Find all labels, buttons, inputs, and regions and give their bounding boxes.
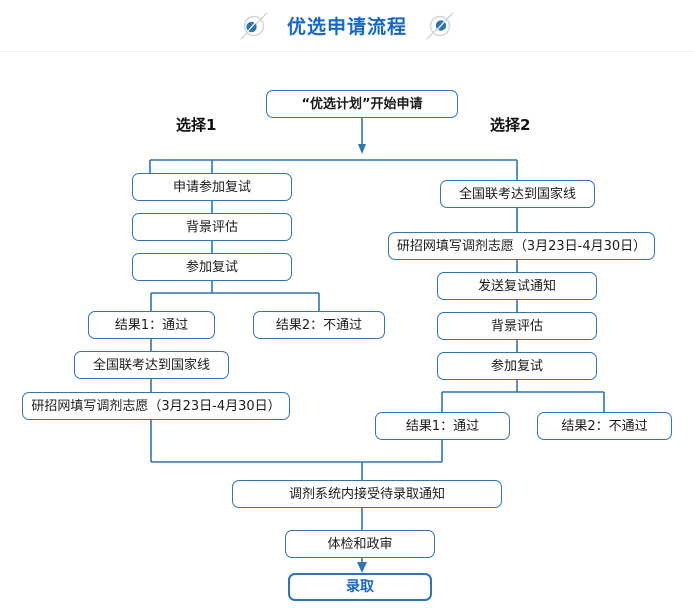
page-header: 优选申请流程 bbox=[0, 0, 694, 52]
branch-label-left: 选择1 bbox=[176, 116, 217, 134]
node-left-apply-retest[interactable]: 申请参加复试 bbox=[132, 173, 292, 201]
circle-slash-icon-right bbox=[423, 9, 457, 43]
node-accept-admission-notice[interactable]: 调剂系统内接受待录取通知 bbox=[232, 480, 502, 508]
node-left-adjustment-volunteer[interactable]: 研招网填写调剂志愿（3月23日-4月30日） bbox=[22, 392, 290, 420]
branch-label-right: 选择2 bbox=[490, 116, 531, 134]
node-right-result-fail[interactable]: 结果2：不通过 bbox=[537, 412, 672, 440]
node-start[interactable]: “优选计划”开始申请 bbox=[266, 90, 458, 118]
node-right-attend-retest[interactable]: 参加复试 bbox=[437, 352, 597, 380]
node-right-background-review[interactable]: 背景评估 bbox=[437, 312, 597, 340]
node-left-background-review[interactable]: 背景评估 bbox=[132, 213, 292, 241]
node-right-result-pass[interactable]: 结果1：通过 bbox=[375, 412, 510, 440]
page-title: 优选申请流程 bbox=[286, 16, 407, 38]
node-left-attend-retest[interactable]: 参加复试 bbox=[132, 253, 292, 281]
node-left-result-pass[interactable]: 结果1：通过 bbox=[88, 311, 215, 339]
node-left-result-fail[interactable]: 结果2：不通过 bbox=[253, 311, 385, 339]
node-right-national-line[interactable]: 全国联考达到国家线 bbox=[440, 180, 595, 208]
node-right-adjustment-volunteer[interactable]: 研招网填写调剂志愿（3月23日-4月30日） bbox=[388, 232, 655, 260]
flowchart-canvas: “优选计划”开始申请 选择1 选择2 申请参加复试 背景评估 参加复试 结果1：… bbox=[0, 52, 694, 608]
circle-slash-icon-left bbox=[237, 9, 271, 43]
node-admitted[interactable]: 录取 bbox=[288, 573, 432, 601]
node-left-national-line[interactable]: 全国联考达到国家线 bbox=[74, 351, 229, 379]
node-medical-political-review[interactable]: 体检和政审 bbox=[285, 530, 435, 558]
node-right-send-retest-notice[interactable]: 发送复试通知 bbox=[437, 272, 597, 300]
connector-lines bbox=[149, 118, 605, 573]
